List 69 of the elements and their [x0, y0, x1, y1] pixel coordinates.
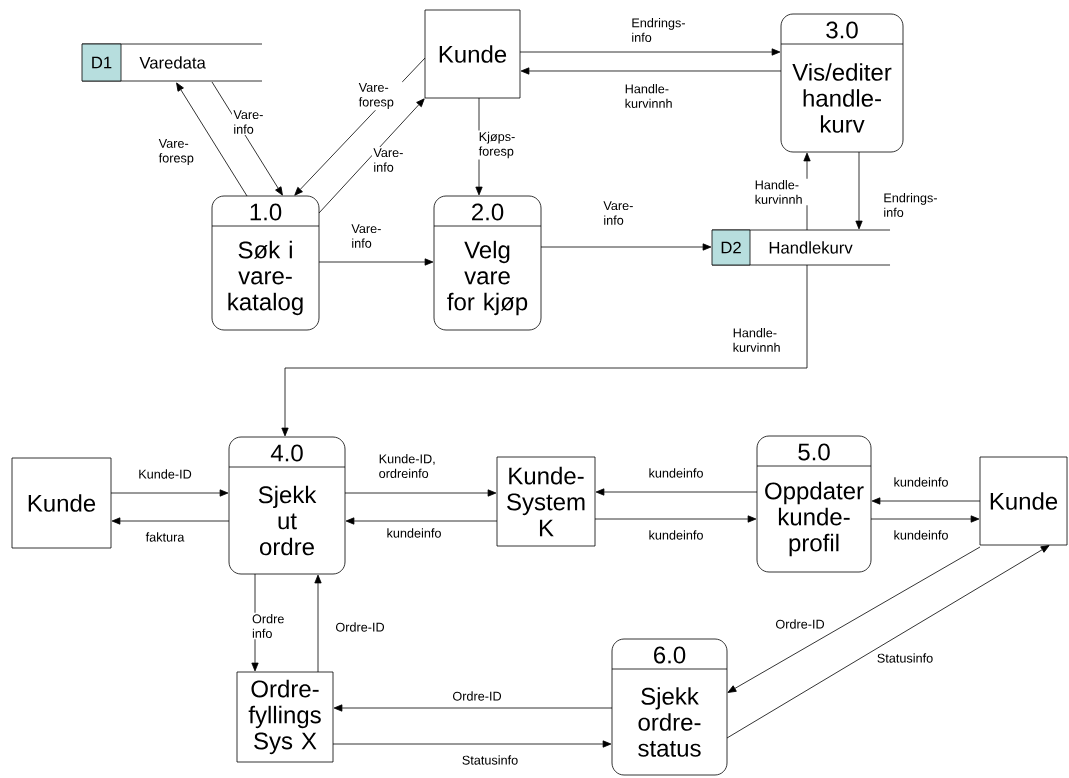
arrow — [318, 258, 434, 266]
edge-label: Ordre-ID — [451, 690, 503, 702]
edge-label: Statusinfo — [875, 652, 935, 664]
arrow — [594, 515, 757, 523]
arrow — [176, 82, 248, 197]
entity-box: Ordre-fyllings Sys X — [236, 671, 334, 763]
arrow — [726, 545, 1050, 739]
edge-label: kundeinfo — [385, 527, 443, 539]
edge-label: Vare-info — [232, 108, 272, 136]
edge-label: Vare-foresp — [357, 81, 403, 111]
arrow — [870, 515, 980, 523]
process-number: 2.0 — [472, 203, 504, 221]
edge-label: Endrings-info — [630, 16, 694, 44]
edge-label: Vare-info — [602, 199, 642, 227]
arrow — [111, 517, 230, 525]
edge-label: Statusinfo — [460, 754, 520, 766]
arrow — [344, 489, 497, 497]
arrow — [332, 740, 612, 748]
store-id-box: D1 — [81, 43, 122, 82]
process-number: 6.0 — [654, 646, 686, 664]
edge-label: Handle-kurvinnh — [623, 82, 681, 110]
edge-label: Ordre-ID — [774, 618, 826, 630]
edge-label: Vare-foresp — [157, 137, 203, 167]
process-name: Søk i vare-katalog — [228, 240, 303, 316]
edge-label: kundeinfo — [892, 476, 950, 488]
process-number: 1.0 — [250, 203, 282, 221]
process-name: Sjekk ordre-status — [638, 687, 701, 757]
edge-label: Kjøps-foresp — [477, 130, 523, 160]
arrow — [540, 243, 712, 251]
arrow — [595, 488, 758, 496]
arrow — [333, 704, 613, 712]
entity-box: Kunde — [979, 456, 1068, 546]
edge-label: Ordre info — [250, 612, 294, 640]
arrow — [345, 517, 498, 525]
store-name: Handlekurv — [769, 241, 853, 254]
entity-box: Kunde — [11, 457, 112, 549]
edge-label: kundeinfo — [892, 529, 950, 541]
process-number: 4.0 — [270, 444, 303, 462]
arrow — [871, 497, 981, 505]
edge-label: kundeinfo — [647, 467, 705, 479]
edge-label: Handle-kurvinnh — [731, 326, 789, 354]
process-name: Oppdater kunde-profil — [765, 481, 864, 557]
edge-label: Vare-info — [350, 222, 390, 250]
edge-label: Endrings-info — [882, 191, 946, 219]
process-name: Vis/editer handle-kurv — [792, 63, 892, 133]
arrow — [211, 81, 283, 196]
edge-label: Ordre-ID — [334, 621, 386, 633]
arrow — [855, 151, 863, 230]
arrow — [318, 98, 425, 214]
entity-box: Kunde — [424, 9, 521, 99]
arrow — [281, 264, 808, 437]
arrow — [110, 489, 229, 497]
edge-label: faktura — [144, 531, 186, 543]
arrow — [519, 48, 781, 56]
store-id-box: D2 — [711, 229, 751, 266]
process-number: 3.0 — [826, 21, 858, 39]
edge-label: Kunde-ID — [136, 468, 194, 480]
arrow — [314, 574, 322, 673]
process-name: Sjekk ut ordre — [258, 485, 317, 556]
entity-box: Kunde-System K — [496, 456, 596, 547]
process-name: Velg vare for kjøp — [447, 240, 528, 316]
edge-label: kundeinfo — [647, 529, 705, 541]
arrow — [520, 67, 782, 75]
process-number: 5.0 — [798, 443, 830, 461]
edge-label: Handle-kurvinnh — [753, 178, 811, 206]
store-name: Varedata — [139, 56, 206, 69]
arrow — [727, 546, 981, 693]
edge-label: Vare-info — [372, 146, 412, 174]
edge-label: Kunde-ID, ordreinfo — [377, 452, 447, 480]
